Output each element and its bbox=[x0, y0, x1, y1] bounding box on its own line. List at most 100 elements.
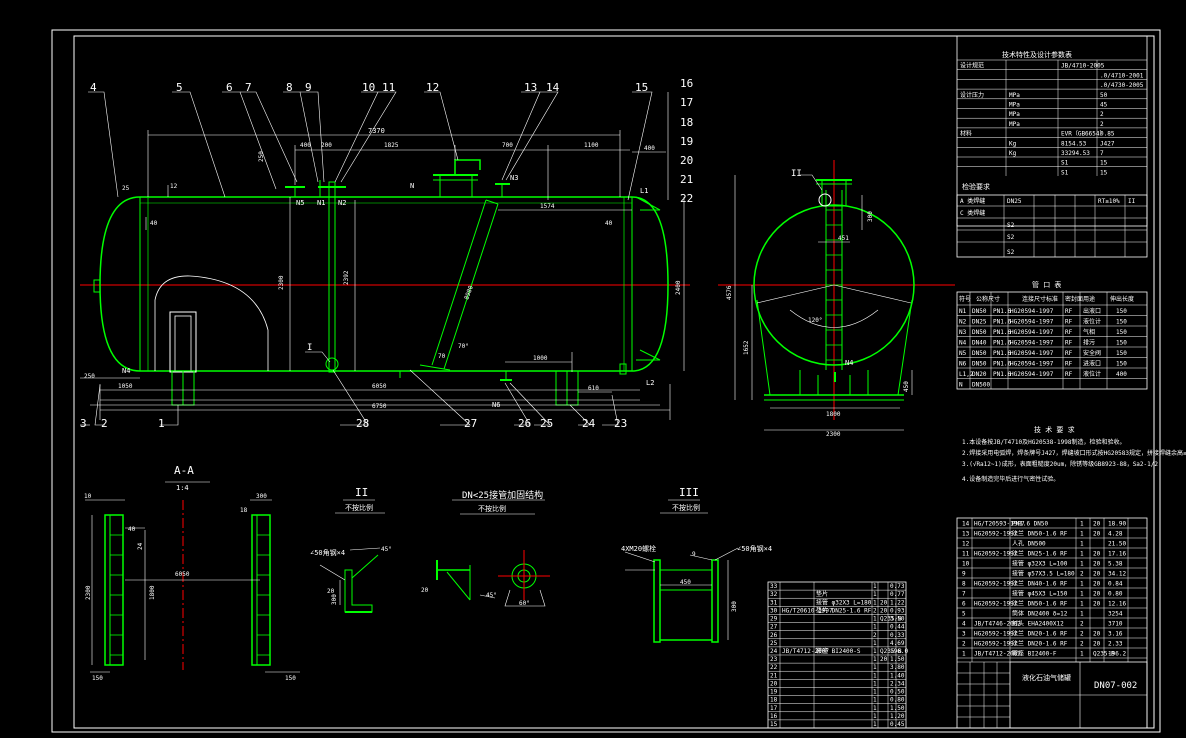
bom-left-cell: 1 bbox=[873, 648, 877, 655]
svg-text:70°: 70° bbox=[458, 343, 469, 350]
bom-right-cell: 14 bbox=[962, 521, 970, 528]
svg-text:N4: N4 bbox=[845, 359, 853, 367]
section-aa-labels: A-A 1:4 10 300 18 40 24 1800 2300 6050 1… bbox=[84, 464, 296, 682]
bom-left-cell: 0.44 bbox=[890, 624, 905, 631]
balloon-13: 13 bbox=[524, 81, 537, 94]
balloon-2: 2 bbox=[101, 417, 108, 430]
inner-frame bbox=[73, 35, 1155, 729]
bom-right-cell: 17.16 bbox=[1108, 551, 1126, 558]
balloon-18: 18 bbox=[680, 116, 693, 129]
svg-text:技 术 要 求: 技 术 要 求 bbox=[1034, 425, 1075, 434]
nozzle-cell: DN50 bbox=[972, 361, 987, 368]
svg-text:N1: N1 bbox=[317, 199, 325, 207]
bom-right-cell: 1 bbox=[1080, 541, 1084, 548]
svg-text:N6: N6 bbox=[492, 401, 500, 409]
svg-text:6750: 6750 bbox=[372, 403, 387, 410]
nozzle-cell: HG20594-1997 bbox=[1010, 329, 1054, 336]
svg-text:1800: 1800 bbox=[826, 411, 841, 418]
nozzle-cell: PN1.6 bbox=[993, 371, 1011, 378]
bom-left-cell: 1 bbox=[873, 583, 877, 590]
svg-text:250: 250 bbox=[84, 373, 95, 380]
bom-right-cell: 20 bbox=[1093, 551, 1101, 558]
balloon-15: 15 bbox=[635, 81, 648, 94]
nozzle-cell: DN50 bbox=[972, 308, 987, 315]
spec-sub-cell: DN25 bbox=[1007, 198, 1022, 205]
spec-cell: 材料 bbox=[960, 130, 972, 138]
nozzle-cell: 出液口 bbox=[1083, 307, 1101, 315]
bom-left-cell: 1 bbox=[873, 689, 877, 696]
nozzle-cell: 液位计 bbox=[1083, 370, 1101, 378]
svg-text:6050: 6050 bbox=[372, 383, 387, 390]
nozzle-cell: RF bbox=[1065, 329, 1073, 336]
bom-right-cell: HG20592-1997 bbox=[974, 631, 1018, 638]
bom-right-cell: 接管 φ45X3 L=150 bbox=[1012, 590, 1068, 598]
bom-left-cell: 1 bbox=[873, 705, 877, 712]
svg-text:451: 451 bbox=[838, 235, 849, 242]
balloon-3: 3 bbox=[80, 417, 87, 430]
svg-text:45°: 45° bbox=[381, 546, 392, 553]
bom-right-cell: 筒体 DN2400 δ=12 bbox=[1012, 610, 1068, 618]
nozzle-cell: 400 bbox=[1116, 371, 1127, 378]
spec-cell: 15 bbox=[1100, 169, 1108, 176]
bom-left-cell: 3.80 bbox=[890, 664, 905, 671]
detail-ii-labels: II 不按比例 ∠50角钢×4 45° 20 300 bbox=[310, 486, 392, 605]
bom-right-cell: 2 bbox=[962, 641, 966, 648]
svg-text:1050: 1050 bbox=[118, 383, 133, 390]
spec-cell: J427 bbox=[1100, 140, 1115, 147]
bom-right-cell: 法兰 DN20-1.6 RF bbox=[1012, 640, 1068, 648]
bom-left bbox=[767, 581, 907, 729]
bom-right-cell: 20 bbox=[1093, 521, 1101, 528]
bom-right-cell: 2 bbox=[1080, 641, 1084, 648]
svg-text:250: 250 bbox=[258, 151, 265, 162]
svg-text:管 口 表: 管 口 表 bbox=[1032, 280, 1061, 289]
spec-sub-cell: S2 bbox=[1007, 249, 1015, 256]
svg-text:∠50角钢×4: ∠50角钢×4 bbox=[737, 544, 772, 553]
nozzle-cell: HG20594-1997 bbox=[1010, 371, 1054, 378]
drawing-title: 液化石油气储罐 bbox=[1022, 673, 1071, 682]
svg-text:2300: 2300 bbox=[826, 431, 841, 438]
nozzle-cell: DN50 bbox=[972, 329, 987, 336]
svg-text:A-A: A-A bbox=[174, 464, 194, 477]
nozzle-table bbox=[956, 291, 1148, 390]
bom-right-cell: 0.80 bbox=[1108, 591, 1123, 598]
nozzle-cell: HG20594-1997 bbox=[1010, 340, 1054, 347]
nozzle-cell: RF bbox=[1065, 319, 1073, 326]
nozzle-cell: N5 bbox=[959, 350, 967, 357]
bom-right-cell: 1 bbox=[1080, 611, 1084, 618]
svg-text:610: 610 bbox=[588, 385, 599, 392]
bom-right-cell: 34.12 bbox=[1108, 571, 1126, 578]
nozzle-cell: 气相 bbox=[1083, 328, 1095, 336]
nozzle-cell: RF bbox=[1065, 361, 1073, 368]
bom-left-cell: 2.34 bbox=[890, 680, 905, 687]
svg-text:II: II bbox=[355, 486, 368, 499]
bom-left-cell: 0.45 bbox=[890, 721, 905, 728]
spec-cell: 设计压力 bbox=[960, 91, 984, 99]
bom-right-cell: 法兰 DN40-1.6 RF bbox=[1012, 580, 1068, 588]
bom-left-cell: 25 bbox=[770, 640, 778, 647]
svg-text:I: I bbox=[307, 343, 312, 353]
balloon-19: 19 bbox=[680, 135, 693, 148]
bom-right-cell: 20 bbox=[1093, 641, 1101, 648]
bom-right-cell: 12 bbox=[962, 541, 970, 548]
spec-cell: 50 bbox=[1100, 92, 1108, 99]
spec-sub-cell: C 类焊缝 bbox=[960, 209, 985, 217]
vessel-shell bbox=[99, 196, 669, 372]
svg-text:400: 400 bbox=[644, 145, 655, 152]
nozzle-cell: PN1.6 bbox=[993, 308, 1011, 315]
bom-left-cell: 33 bbox=[770, 583, 778, 590]
drawing-number: DN07-002 bbox=[1094, 681, 1137, 691]
svg-text:1652: 1652 bbox=[743, 340, 750, 355]
nozzle-cell: 150 bbox=[1116, 308, 1127, 315]
svg-text:技术特性及设计参数表: 技术特性及设计参数表 bbox=[1002, 50, 1072, 59]
bom-left-cell: 20 bbox=[880, 599, 888, 606]
bom-right-cell: 1 bbox=[962, 651, 966, 658]
svg-text:1.本设备按JB/T4710及HG20538-1998制造，: 1.本设备按JB/T4710及HG20538-1998制造，检验和验收。 bbox=[962, 438, 1125, 446]
bom-left-cell: 24 bbox=[770, 648, 778, 655]
outer-frame bbox=[51, 29, 1161, 733]
bom-right-cell: JB/T4712-2007 bbox=[974, 651, 1021, 658]
svg-text:不按比例: 不按比例 bbox=[672, 503, 700, 512]
balloon-11: 11 bbox=[382, 81, 395, 94]
bom-left-cell: 26 bbox=[770, 632, 778, 639]
